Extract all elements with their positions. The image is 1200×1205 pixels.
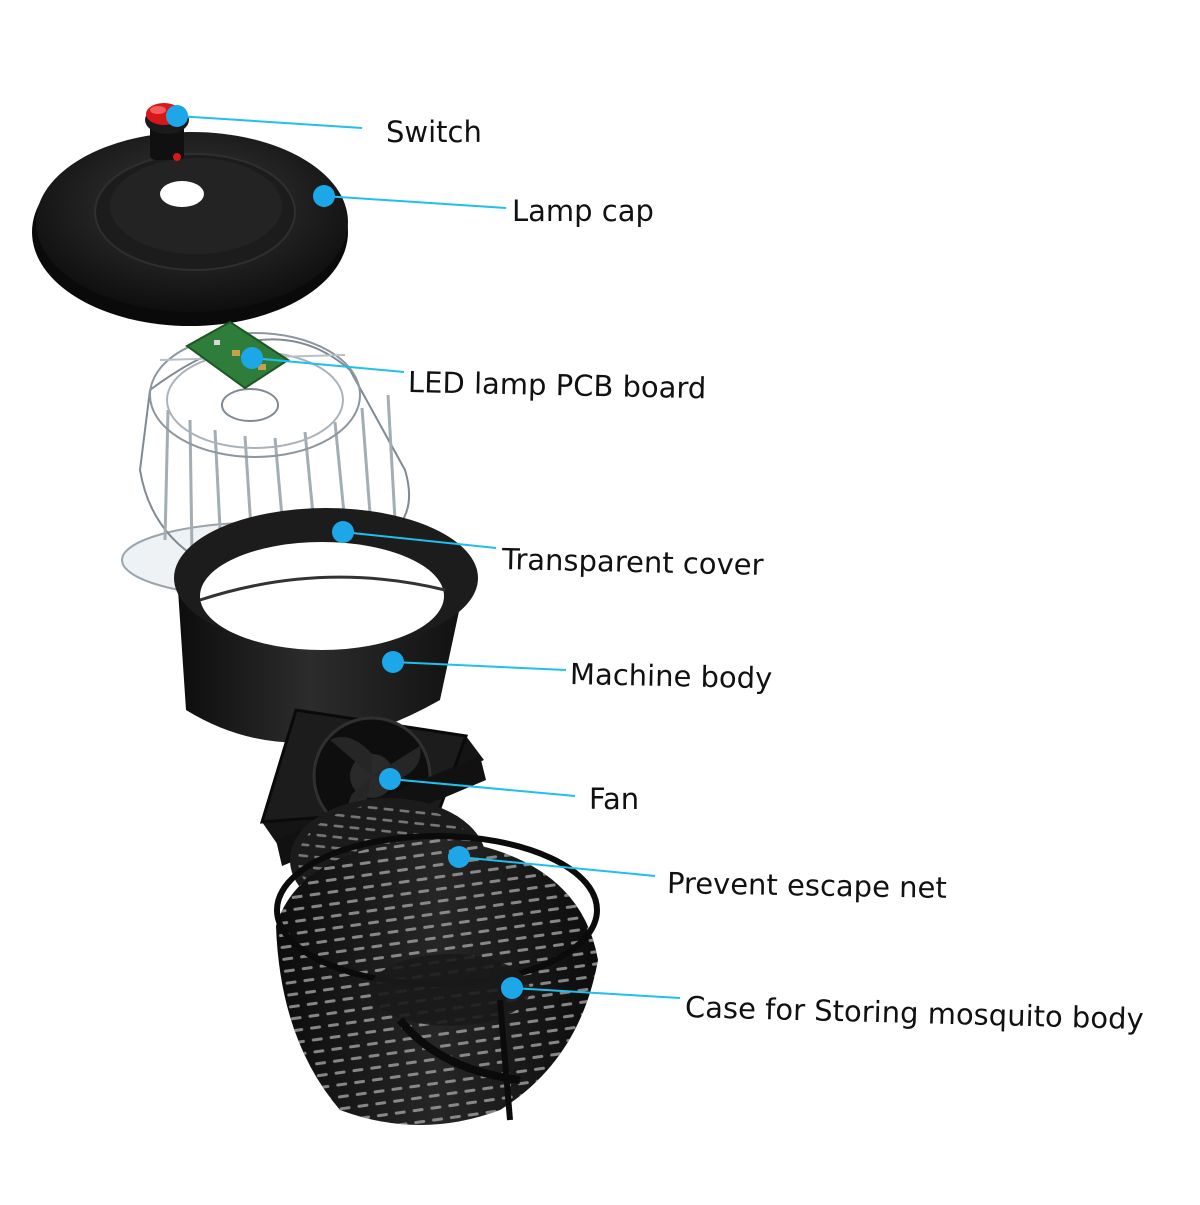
switch-callout-dot [166, 105, 188, 127]
lamp-cap-label: Lamp cap [512, 197, 654, 226]
switch-label: Switch [386, 118, 482, 147]
fan-label: Fan [589, 785, 639, 814]
transparent-cover-label: Transparent cover [502, 545, 764, 580]
escape-net-callout-dot [448, 846, 470, 868]
led-pcb-callout-dot [241, 347, 263, 369]
transparent-cover-callout-dot [332, 521, 354, 543]
machine-body-part [174, 508, 478, 743]
led-pcb-label: LED lamp PCB board [408, 368, 707, 403]
lamp-cap-leader-line [324, 196, 506, 208]
escape-net-label: Prevent escape net [667, 869, 947, 903]
lamp-cap-callout-dot [313, 185, 335, 207]
led-pcb-part [187, 322, 288, 388]
storage-case-part [276, 836, 598, 1125]
lamp-cap-part [32, 132, 348, 326]
switch-leader-line [177, 116, 362, 128]
machine-body-label: Machine body [570, 660, 773, 693]
storage-case-callout-dot [501, 977, 523, 999]
fan-callout-dot [379, 768, 401, 790]
machine-body-callout-dot [382, 651, 404, 673]
